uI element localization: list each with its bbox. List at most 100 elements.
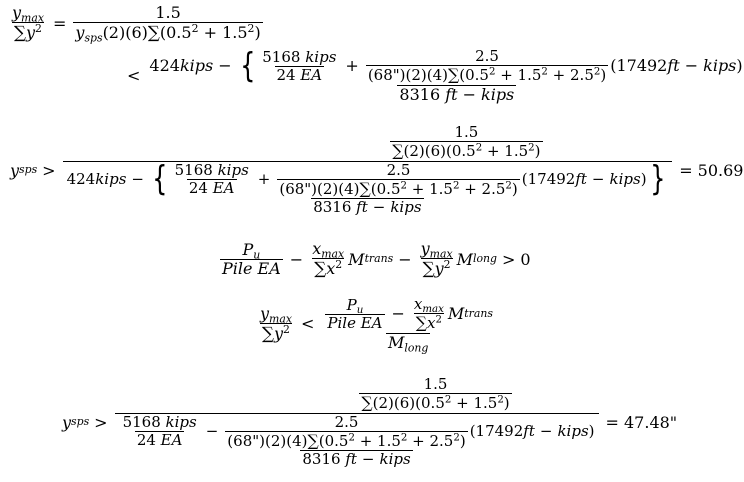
math-token: − (398, 249, 412, 269)
math-token: + 1.5 (482, 142, 529, 161)
denominator: ∑x2 (413, 313, 444, 333)
fraction: 1.5∑(2)(6)(0.52 + 1.52) (390, 123, 543, 161)
math-token: + 1.5 (406, 179, 453, 198)
math-token: u (253, 247, 261, 261)
math-token: (68")(2)(4) (227, 431, 308, 450)
denominator: (68")(2)(4)∑(0.52 + 1.52 + 2.52) (365, 65, 609, 85)
fraction: xmax∑x2 (412, 295, 446, 333)
math-token: x (326, 259, 336, 279)
numerator: 5168 kips (121, 413, 199, 431)
math-token: (17492 (521, 170, 576, 189)
greater-than-sign: > (42, 160, 56, 180)
math-token: kips (379, 450, 411, 468)
math-token: 5168 (174, 161, 218, 179)
math-token: 2 (335, 258, 343, 272)
math-token: (68")(2)(4) (279, 179, 360, 198)
math-token: ) (503, 394, 510, 413)
var-y: y (26, 23, 36, 43)
denominator: ∑y2 (420, 258, 453, 279)
math-token: EA (300, 65, 323, 84)
math-token: ) (600, 66, 607, 85)
fraction: 2.5(68")(2)(4)∑(0.52 + 1.52 + 2.52) (225, 412, 468, 451)
math-token: kips (179, 56, 214, 76)
denominator: 24 EA (134, 431, 185, 449)
math-token: − (205, 422, 219, 441)
math-token: Pile EA (325, 313, 385, 332)
math-token: 2 (497, 394, 504, 406)
math-token: ft (356, 198, 368, 216)
math-token: 2 (400, 432, 408, 444)
math-token: − (372, 198, 386, 216)
math-token: + 1.5 (198, 23, 248, 43)
math-token: 0 (520, 249, 531, 269)
math-token: (2)(6)(0.5 (403, 142, 476, 161)
sigma-symbol: ∑ (14, 22, 26, 43)
denominator: 24 EA (274, 65, 325, 84)
math-token: 2.5 (386, 160, 411, 179)
math-token: + 1.5 (354, 431, 401, 450)
math-token: ft (523, 422, 535, 441)
math-token: max (422, 304, 444, 316)
math-token: y (260, 303, 270, 323)
math-token: max (321, 247, 345, 261)
numerator: 1.5∑(2)(6)(0.52 + 1.52) (188, 123, 546, 161)
result-47-48: = 47.48" (605, 412, 678, 432)
denominator: 24 EA (186, 179, 237, 197)
math-token: y (434, 259, 444, 279)
math-token: 8316 (313, 198, 357, 216)
math-token: ∑ (415, 313, 428, 333)
denominator: 8316 ft−kips (397, 84, 517, 104)
math-token: − (289, 249, 304, 269)
math-token: + (345, 56, 359, 76)
math-token: y (420, 239, 430, 258)
math-token: (0.5 (370, 179, 401, 198)
math-token: ) (534, 142, 541, 161)
math-token: 8316 (302, 450, 346, 468)
numerator: 1.5∑(2)(6)(0.52 + 1.52) (197, 375, 515, 413)
fraction: 1.5∑(2)(6)(0.52 + 1.52) (359, 375, 512, 413)
math-token: > (94, 412, 108, 432)
math-token: max (429, 247, 453, 261)
math-token: 2.5 (334, 412, 359, 431)
math-token: } (649, 159, 665, 200)
math-token: 2 (191, 22, 199, 36)
math-token: − (218, 56, 232, 76)
math-token: kips (305, 47, 337, 66)
numerator: ymax (419, 239, 455, 261)
denominator: 8316 ft−kips (300, 450, 413, 468)
math-token: y (274, 323, 284, 343)
math-token: + 1.5 (495, 66, 542, 85)
math-token: 2 (488, 66, 496, 78)
math-token: 2 (348, 432, 355, 444)
math-token: u (356, 304, 364, 316)
math-token: kips (165, 413, 197, 431)
denominator: ∑y2 (260, 322, 292, 343)
math-token: kips (557, 422, 589, 441)
numerator: 5168 kips (260, 47, 338, 66)
var-y: y (12, 3, 22, 22)
fraction: 2.5(68")(2)(4)∑(0.52 + 1.52 + 2.52) (277, 160, 520, 199)
math-token: ∑ (361, 393, 373, 413)
math-token: ∑ (392, 141, 404, 161)
math-token: kips (95, 170, 127, 189)
numerator: xmax (310, 239, 346, 261)
math-token: ∑ (448, 65, 460, 85)
math-token: + 1.5 (451, 394, 498, 413)
math-token: { (152, 159, 168, 200)
math-token: y (75, 23, 85, 43)
numerator: ymax (258, 303, 294, 324)
math-token: 24 (276, 65, 301, 84)
math-token: (0.5 (318, 431, 349, 450)
numerator: Pu (345, 295, 366, 316)
math-token: P (346, 295, 357, 314)
math-token: ) (640, 170, 647, 189)
math-token: 8316 (399, 84, 446, 104)
equation-1-line-1: ymax ∑y2 = 1.5 ysps(2)(6)∑(0.52 + 1.52) (8, 3, 265, 44)
